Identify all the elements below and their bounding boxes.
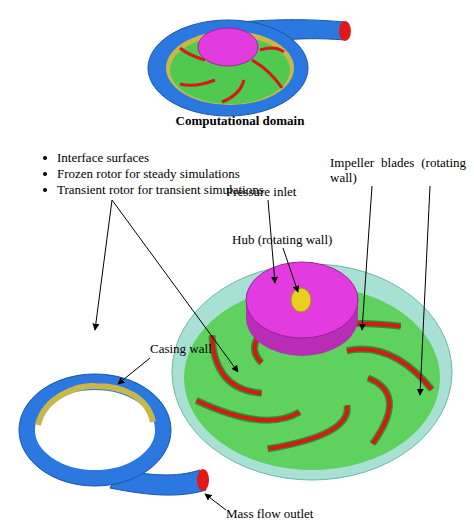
outlet-face (197, 469, 209, 491)
leader-lines (95, 186, 430, 510)
blade (252, 60, 282, 88)
blade (368, 378, 389, 444)
leader-line (205, 494, 226, 510)
part-label: Mass flow outlet (226, 506, 313, 521)
leader-line (95, 200, 112, 330)
blade (347, 349, 432, 389)
blade (260, 48, 284, 52)
leader-line (112, 200, 238, 372)
bullet-item: Interface surfaces (57, 150, 149, 165)
casing-outline (19, 374, 171, 486)
volute-casing (148, 20, 308, 116)
blade (196, 401, 299, 421)
leader-line (283, 248, 298, 292)
full-domain-illustration (148, 20, 351, 116)
part-label: Impeller blades (rotating wall) (330, 155, 466, 185)
bullet (43, 188, 47, 192)
leader-line (362, 186, 372, 330)
figure-title: Computational domain (140, 113, 340, 128)
part-label: Casing wall (150, 341, 212, 356)
bullet-markers (43, 156, 47, 192)
hub-surface (291, 288, 311, 312)
leader-line (420, 186, 430, 395)
blade (222, 80, 244, 102)
blade (196, 401, 299, 421)
blade (268, 405, 347, 448)
casing-inner-wall (38, 386, 153, 425)
part-label: Pressure inlet (226, 184, 296, 199)
volute-casing (27, 382, 163, 478)
pressure-inlet-face (246, 262, 358, 338)
bullet (43, 156, 47, 160)
blade (368, 378, 389, 444)
hub-inlet (198, 28, 258, 66)
blade (268, 405, 347, 448)
outlet-face (339, 21, 351, 41)
leader-line (118, 358, 150, 384)
blade (347, 349, 432, 389)
part-label: Hub (rotating wall) (232, 232, 332, 247)
bullet (43, 172, 47, 176)
impeller-illustration (172, 262, 452, 480)
bullet-item: Frozen rotor for steady simulations (57, 166, 240, 181)
blade (180, 80, 215, 85)
